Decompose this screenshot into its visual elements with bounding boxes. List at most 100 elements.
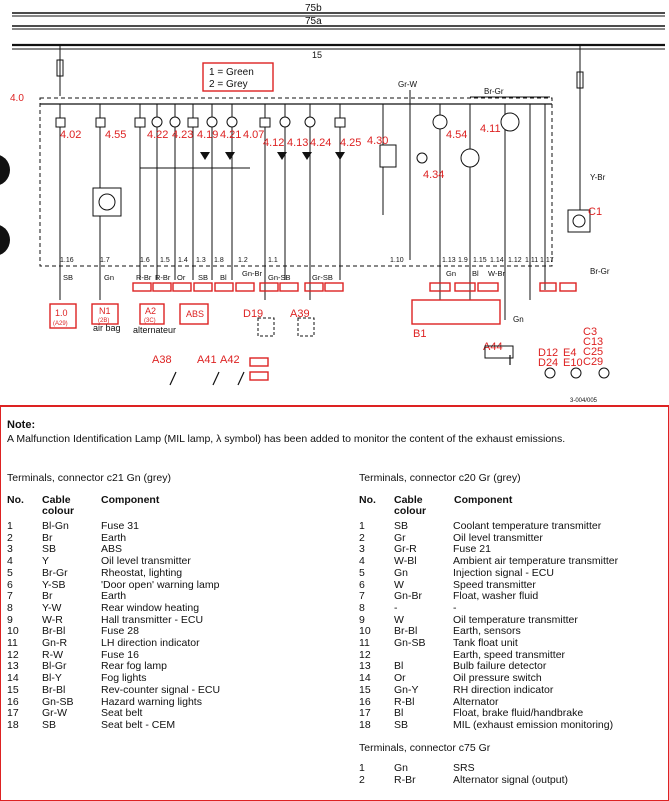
bus-label: 15 (312, 50, 322, 60)
cell-cable: R-Bl (394, 695, 415, 708)
component-label: 4.55 (105, 129, 126, 141)
cell-component: Oil pressure switch (453, 672, 542, 685)
cell-no: 2 (359, 531, 365, 544)
cell-component: RH direction indicator (453, 683, 554, 696)
cell-cable: R-W (42, 648, 63, 661)
cell-component: Alternator signal (output) (453, 773, 568, 786)
cell-no: 1 (7, 520, 13, 532)
component-label: 4.34 (423, 169, 444, 181)
note-title: Note: (7, 419, 36, 431)
cell-no: 18 (359, 718, 371, 731)
component-label: A42 (220, 354, 240, 366)
cell-cable: Gr-W (42, 707, 68, 720)
cell-component: Injection signal - ECU (453, 566, 554, 579)
box-label: A2 (145, 306, 156, 316)
cell-cable: Bl-Gn (42, 520, 69, 532)
cell-cable: Gr (394, 531, 406, 544)
component-label: 4.21 (220, 129, 241, 141)
cell-no: 16 (7, 695, 19, 708)
handwritten-note: air bag (93, 323, 121, 333)
wire-label: R-Br (136, 273, 152, 282)
box-label: (2B) (98, 318, 109, 324)
component-label: C13 (583, 336, 603, 348)
wire-label: Gn-Br (242, 269, 263, 278)
cell-component: Earth (101, 531, 127, 544)
terminal-number: 1.17 (540, 257, 554, 264)
cell-cable: W-R (42, 613, 63, 626)
cell-no: 9 (7, 613, 13, 626)
legend-item: 1 = Green (209, 67, 254, 78)
binder-hole (0, 225, 10, 255)
terminal-number: 1.10 (390, 257, 404, 264)
terminal-number: 1.9 (458, 257, 468, 264)
wire-label: SB (198, 273, 208, 282)
alternator-box (139, 303, 165, 325)
cell-component: Oil temperature transmitter (453, 613, 578, 626)
cell-cable: W (394, 578, 404, 591)
cell-cable: R-Br (394, 773, 416, 786)
cell-no: 4 (7, 555, 13, 568)
note-text: A Malfunction Identification Lamp (MIL l… (7, 433, 566, 445)
bus-label: 75b (305, 3, 322, 14)
cell-cable: Br-Bl (42, 625, 66, 638)
component-label: E10 (563, 357, 583, 369)
box-label: (3C) (144, 318, 156, 324)
wire-label: Y-Br (590, 173, 606, 182)
cell-component: Fog lights (101, 672, 147, 685)
fuse-box (49, 303, 77, 329)
cell-cable: W (394, 613, 404, 626)
cell-no: 13 (7, 660, 19, 673)
cell-cable: Y-SB (42, 578, 66, 591)
cell-no: 12 (359, 648, 371, 661)
cell-no: 10 (7, 625, 19, 638)
component-label: C3 (583, 326, 597, 338)
cell-no: 15 (7, 683, 19, 696)
wiring-diagram: 75b 75a 15 1 = Green 2 = Grey 4.0 Gr-W B… (0, 3, 665, 404)
cell-component: Oil level transmitter (101, 555, 191, 568)
component-label: C1 (588, 206, 602, 218)
cell-no: 14 (7, 672, 19, 685)
airbag-box (91, 303, 119, 325)
component-label: D24 (538, 357, 558, 369)
instrument-housing (39, 97, 553, 267)
component-label: 4.23 (172, 129, 193, 141)
cell-no: 18 (7, 718, 19, 731)
wire-label: Bl (472, 269, 479, 278)
component-label: B1 (413, 328, 426, 340)
component-label: 4.07 (243, 129, 264, 141)
component-label: C25 (583, 346, 603, 358)
component-label: 4.22 (147, 129, 168, 141)
cell-cable: Bl (394, 660, 404, 673)
terminal-number: 1.4 (178, 257, 188, 264)
cell-component: Fuse 31 (101, 520, 139, 532)
cell-component: Float, brake fluid/handbrake (453, 707, 584, 720)
cell-component: Earth (101, 590, 127, 603)
cell-no: 11 (7, 637, 18, 649)
box-label: ABS (186, 309, 204, 319)
cell-cable: - (394, 601, 398, 614)
component-label: 4.12 (263, 137, 284, 149)
terminal-number: 1.6 (140, 257, 150, 264)
terminal-number: 1.2 (238, 257, 248, 264)
c75-title: Terminals, connector c75 Gr (359, 742, 491, 754)
cell-no: 8 (359, 601, 365, 614)
component-label: A38 (152, 354, 172, 366)
cell-component: MIL (exhaust emission monitoring) (453, 718, 614, 731)
cell-component: Fuse 21 (453, 543, 491, 556)
component-label: 4.30 (367, 135, 388, 147)
cell-cable: Br (42, 531, 53, 544)
bus-label: 4.0 (10, 93, 24, 104)
cell-component: Oil level transmitter (453, 531, 543, 544)
cell-no: 2 (7, 531, 13, 544)
c20-header-component: Component (454, 494, 513, 506)
cell-cable: Bl (394, 707, 404, 720)
cell-no: 7 (359, 590, 365, 603)
cell-component: Fuse 16 (101, 648, 139, 661)
power-bus (12, 12, 665, 50)
cell-component: ABS (101, 543, 123, 556)
cell-no: 13 (359, 660, 371, 673)
cell-no: 1 (359, 762, 365, 774)
wire-label: Or (177, 273, 186, 282)
wire-label: Gn (513, 315, 524, 324)
component-label: A44 (483, 341, 503, 353)
